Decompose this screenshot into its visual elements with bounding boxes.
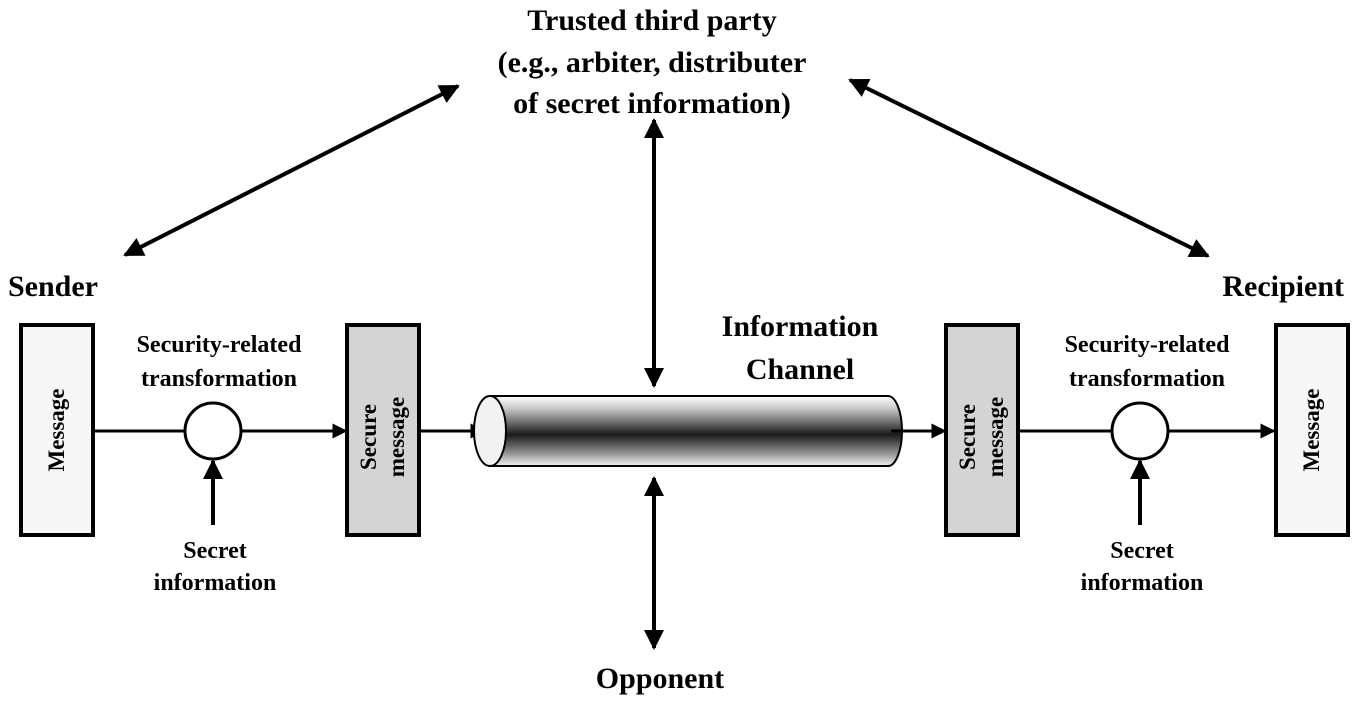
opponent-label: Opponent	[596, 662, 724, 695]
sender-message-label: Message	[44, 388, 69, 471]
recipient-label: Recipient	[1222, 270, 1344, 303]
sender-transform-line-1: Security-related	[137, 332, 302, 358]
sender-label: Sender	[8, 270, 98, 303]
ttp-line-2: (e.g., arbiter, distributer	[498, 46, 807, 79]
recipient-transform-line-2: transformation	[1069, 366, 1225, 392]
ttp-line-3: of secret information)	[513, 87, 791, 120]
recipient-secret-line-1: Secret	[1110, 538, 1174, 564]
ttp-line-1: Trusted third party	[527, 4, 776, 37]
ttp-sender-arrow	[123, 84, 460, 257]
sender-transform-node	[183, 401, 243, 461]
recipient-secure-line-2: message	[983, 397, 1008, 477]
recipient-message-label: Message	[1299, 388, 1324, 471]
sender-secure-line-2: message	[384, 397, 409, 477]
recipient-secret-line-2: information	[1081, 570, 1204, 596]
sender-secret-line-2: information	[154, 570, 277, 596]
channel-line-2: Channel	[746, 353, 854, 386]
recipient-transform-line-1: Security-related	[1065, 332, 1230, 358]
recipient-secure-line-1: Secure	[955, 404, 980, 470]
recipient-transform-node	[1110, 401, 1170, 461]
sender-transform-line-2: transformation	[141, 366, 297, 392]
recipient-message-box	[1274, 323, 1350, 537]
recipient-secure-message-box	[944, 323, 1020, 537]
ttp-recipient-arrow	[848, 78, 1210, 258]
information-channel-pipe	[473, 395, 903, 467]
sender-secure-line-1: Secure	[356, 404, 381, 470]
sender-secure-message-box	[345, 323, 421, 537]
sender-secret-line-1: Secret	[183, 538, 247, 564]
channel-line-1: Information	[722, 310, 879, 343]
trusted-third-party-label: Trusted third party (e.g., arbiter, dist…	[498, 4, 807, 120]
